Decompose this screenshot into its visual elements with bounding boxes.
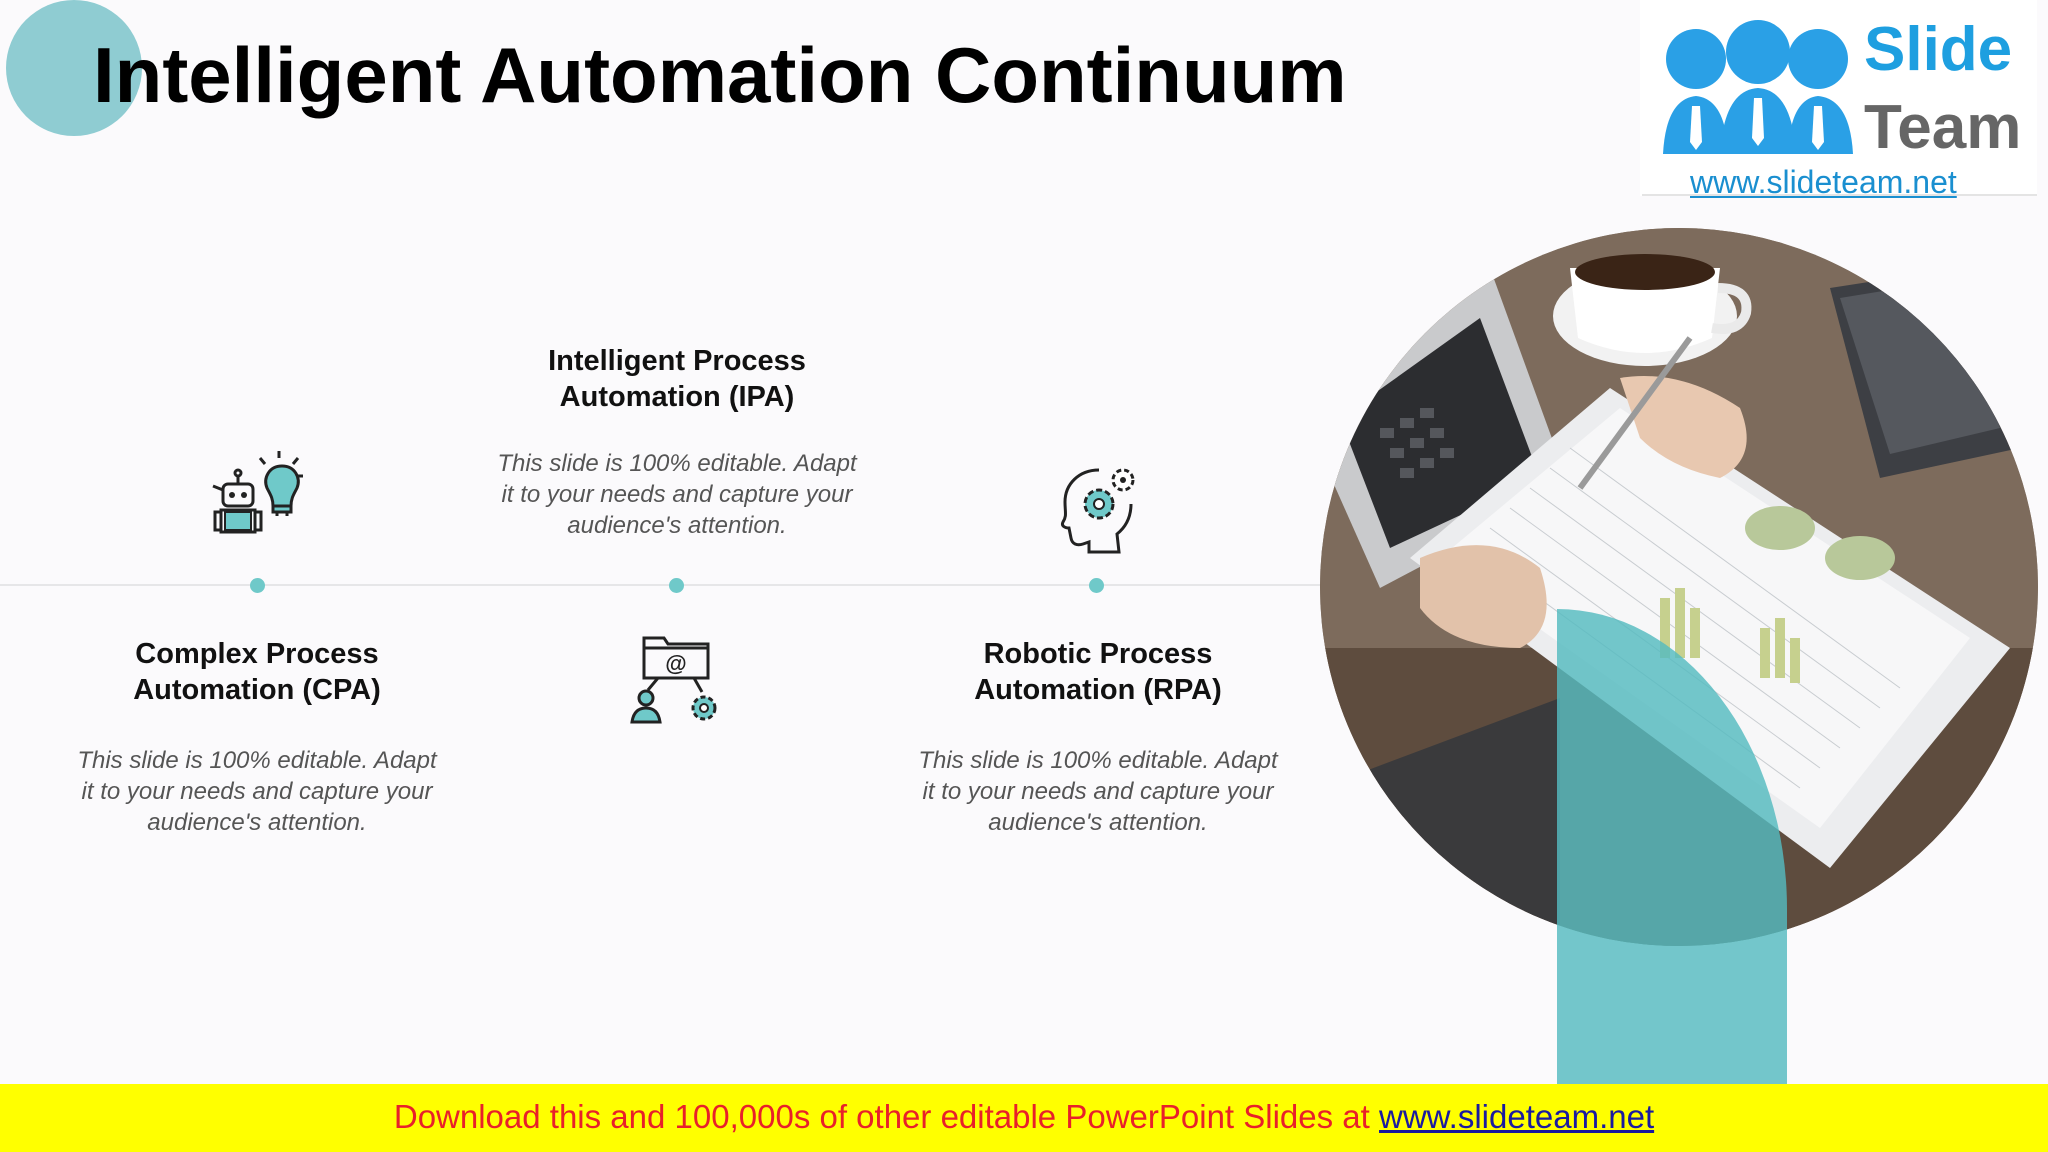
ipa-title: Intelligent Process Automation (IPA) — [467, 343, 887, 415]
logo-word-team: Team — [1864, 93, 2022, 162]
cpa-desc-line3: audience's attention. — [147, 809, 367, 836]
ipa-desc-line2: it to your needs and capture your — [501, 481, 853, 508]
ipa-desc-line3: audience's attention. — [567, 512, 787, 539]
cpa-title-line1: Complex Process — [135, 638, 379, 670]
footer-text: Download this and 100,000s of other edit… — [0, 1098, 2048, 1136]
robot-lightbulb-icon — [212, 451, 303, 534]
email-folder-user-gear-icon: @ — [630, 636, 717, 724]
cpa-description: This slide is 100% editable. Adapt it to… — [47, 745, 467, 838]
logo-word-slide: Slide — [1864, 15, 2013, 84]
timeline-dot-cpa — [250, 578, 265, 593]
title-decoration-circle — [6, 0, 142, 136]
svg-text:@: @ — [665, 651, 686, 676]
ipa-desc-line1: This slide is 100% editable. Adapt — [497, 450, 857, 477]
timeline-line — [0, 584, 1330, 586]
timeline-dot-ipa — [669, 578, 684, 593]
cpa-title: Complex Process Automation (CPA) — [47, 636, 467, 708]
rpa-desc-line2: it to your needs and capture your — [922, 778, 1274, 805]
rpa-title-line1: Robotic Process — [983, 638, 1213, 670]
footer-link[interactable]: www.slideteam.net — [1379, 1098, 1655, 1135]
footer-banner: Download this and 100,000s of other edit… — [0, 1084, 2048, 1152]
cpa-desc-line1: This slide is 100% editable. Adapt — [77, 747, 437, 774]
logo-divider — [1642, 194, 2037, 196]
slideteam-logo[interactable]: Slide Team www.slideteam.net — [1640, 0, 2037, 200]
rpa-description: This slide is 100% editable. Adapt it to… — [888, 745, 1308, 838]
ipa-description: This slide is 100% editable. Adapt it to… — [467, 448, 887, 541]
rpa-desc-line1: This slide is 100% editable. Adapt — [918, 747, 1278, 774]
ipa-title-line2: Automation (IPA) — [559, 381, 795, 413]
people-logo-icon — [1663, 20, 1853, 154]
head-gears-icon — [1061, 468, 1135, 554]
rpa-desc-line3: audience's attention. — [988, 809, 1208, 836]
ipa-title-line1: Intelligent Process — [548, 345, 806, 377]
cpa-title-line2: Automation (CPA) — [133, 674, 381, 706]
page-title: Intelligent Automation Continuum — [93, 31, 1347, 119]
cpa-desc-line2: it to your needs and capture your — [81, 778, 433, 805]
rpa-title: Robotic Process Automation (RPA) — [888, 636, 1308, 708]
timeline-dot-rpa — [1089, 578, 1104, 593]
rpa-title-line2: Automation (RPA) — [974, 674, 1222, 706]
footer-message: Download this and 100,000s of other edit… — [393, 1098, 1379, 1135]
